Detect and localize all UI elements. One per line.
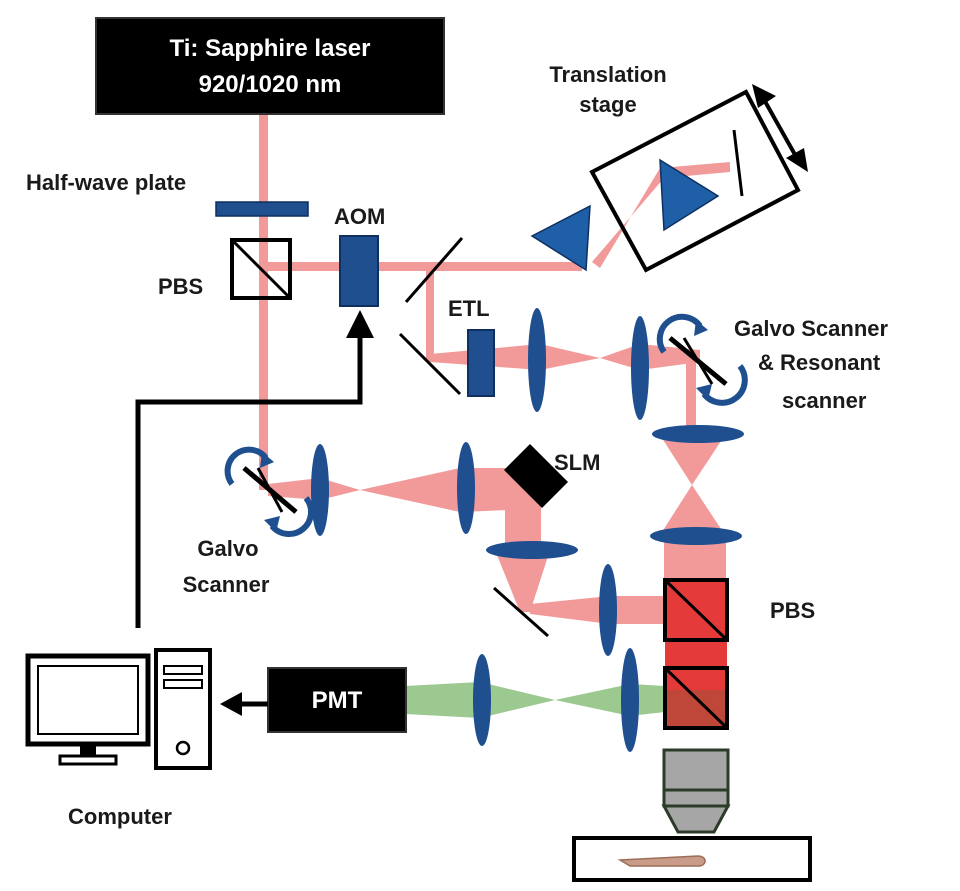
- double-arrow-icon: [752, 84, 808, 172]
- laser-title: Ti: Sapphire laser: [170, 35, 371, 62]
- galvo-resonant-scanner: [668, 336, 728, 386]
- lens-etl-1: [528, 308, 546, 412]
- lens-vertical-2: [650, 527, 742, 545]
- beam-segment-etl-drop: [426, 262, 434, 362]
- beam-segment-hourglass: [660, 435, 725, 535]
- slm-label: SLM: [554, 450, 600, 475]
- galvo-left-label-2: Scanner: [183, 572, 270, 597]
- mirror-lower: [398, 332, 462, 396]
- computer-tower-icon: [154, 648, 212, 770]
- beam-segment-aom: [262, 262, 582, 271]
- galvo-left-label-1: Galvo: [197, 536, 258, 561]
- lens-emission-1: [473, 654, 491, 746]
- lens-mirror-pbs: [599, 564, 617, 656]
- rotation-arrowhead-left-1: [260, 452, 274, 468]
- beam-segment-mirror-pbs: [530, 596, 665, 624]
- laser-source: Ti: Sapphire laser 920/1020 nm: [95, 17, 445, 115]
- rotation-arrow-icon-left: [224, 446, 315, 538]
- galvo-resonant-label-2: & Resonant: [758, 350, 881, 375]
- pbs-right-cube-2: [663, 666, 729, 730]
- computer-label: Computer: [68, 804, 172, 829]
- computer-monitor-icon: [25, 653, 151, 766]
- half-wave-plate-label: Half-wave plate: [26, 170, 186, 195]
- pmt-label: PMT: [312, 687, 363, 714]
- prism-external: [530, 204, 591, 272]
- lens-left-2: [457, 442, 475, 534]
- etl-label: ETL: [448, 296, 490, 321]
- control-line: [135, 336, 363, 628]
- control-arrowhead: [346, 310, 374, 338]
- beam-segment-galvo-slm: [268, 468, 510, 512]
- etl-device: [467, 329, 495, 397]
- aom-device: [339, 235, 379, 307]
- pbs-right-label: PBS: [770, 598, 815, 623]
- rotation-arrow-icon: [656, 313, 748, 406]
- laser-wavelength: 920/1020 nm: [199, 71, 342, 98]
- galvo-resonant-label-3: scanner: [782, 388, 867, 413]
- rotation-arrowhead-left-2: [264, 516, 280, 532]
- lens-left-1: [311, 444, 329, 536]
- laser-beam-path: [259, 112, 730, 624]
- pbs-top-cube: [230, 238, 292, 300]
- lens-etl-2: [631, 316, 649, 420]
- translation-stage-label-1: Translation: [549, 62, 666, 87]
- mirror-upper: [404, 237, 464, 303]
- rotation-arrowhead-1: [694, 320, 708, 336]
- sample-specimen: [617, 855, 706, 867]
- galvo-resonant-label-1: Galvo Scanner: [734, 316, 889, 341]
- beam-segment-slm-cone: [495, 550, 550, 612]
- pbs-right-cube-1: [663, 578, 729, 642]
- galvo-left-scanner: [242, 466, 298, 514]
- lens-emission-2: [621, 648, 639, 752]
- rotation-arrowhead-2: [696, 384, 712, 400]
- objective-lens: [661, 748, 731, 834]
- mirror-bottom: [493, 586, 549, 638]
- lens-vertical-1: [652, 425, 744, 443]
- slm-device: [504, 444, 568, 508]
- lens-slm-below: [486, 541, 578, 559]
- pmt-arrowhead: [220, 692, 242, 716]
- aom-label: AOM: [334, 204, 385, 229]
- beam-segment-prism: [592, 162, 730, 268]
- stage-mirror: [732, 129, 744, 197]
- beam-segment-vertical-main: [259, 112, 268, 490]
- pbs-top-label: PBS: [158, 274, 203, 299]
- emission-beam: [405, 682, 665, 718]
- pmt-detector: PMT: [267, 667, 407, 733]
- translation-stage: [589, 89, 801, 273]
- beam-segment-galvo-down: [686, 355, 696, 435]
- half-wave-plate: [215, 201, 309, 217]
- prism-in-stage: [659, 158, 720, 232]
- translation-stage-label-2: stage: [579, 92, 636, 117]
